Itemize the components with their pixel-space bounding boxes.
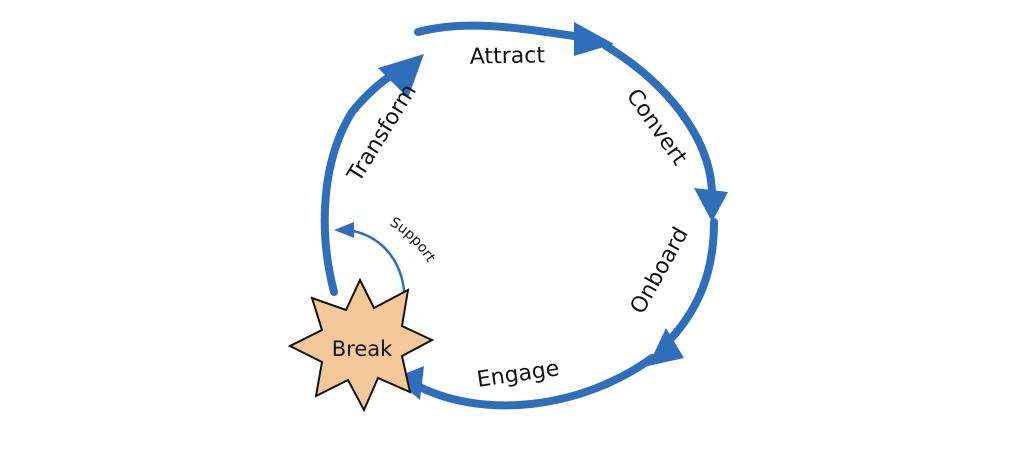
stage-label-onboard: Onboard <box>626 223 694 318</box>
support-label: Support <box>387 214 439 265</box>
break-burst <box>287 277 435 413</box>
arc-convert-to-onboard <box>602 42 716 199</box>
stage-label-engage: Engage <box>475 356 561 392</box>
arc-engage-to-break <box>410 354 656 410</box>
arc-onboard-to-engage <box>660 218 718 350</box>
arrowhead-engage <box>648 328 684 366</box>
arc-break-to-attract <box>320 64 408 296</box>
stage-label-transform: Transform <box>343 80 422 187</box>
arrowhead-convert <box>574 22 614 56</box>
arrowhead-onboard <box>694 188 728 222</box>
arrowhead-attract <box>378 54 424 98</box>
arrowhead-support <box>334 222 354 238</box>
stage-label-convert: Convert <box>621 84 692 170</box>
arc-attract-to-convert <box>414 21 592 42</box>
break-label: Break <box>332 337 393 361</box>
stage-label-attract: Attract <box>470 43 546 69</box>
